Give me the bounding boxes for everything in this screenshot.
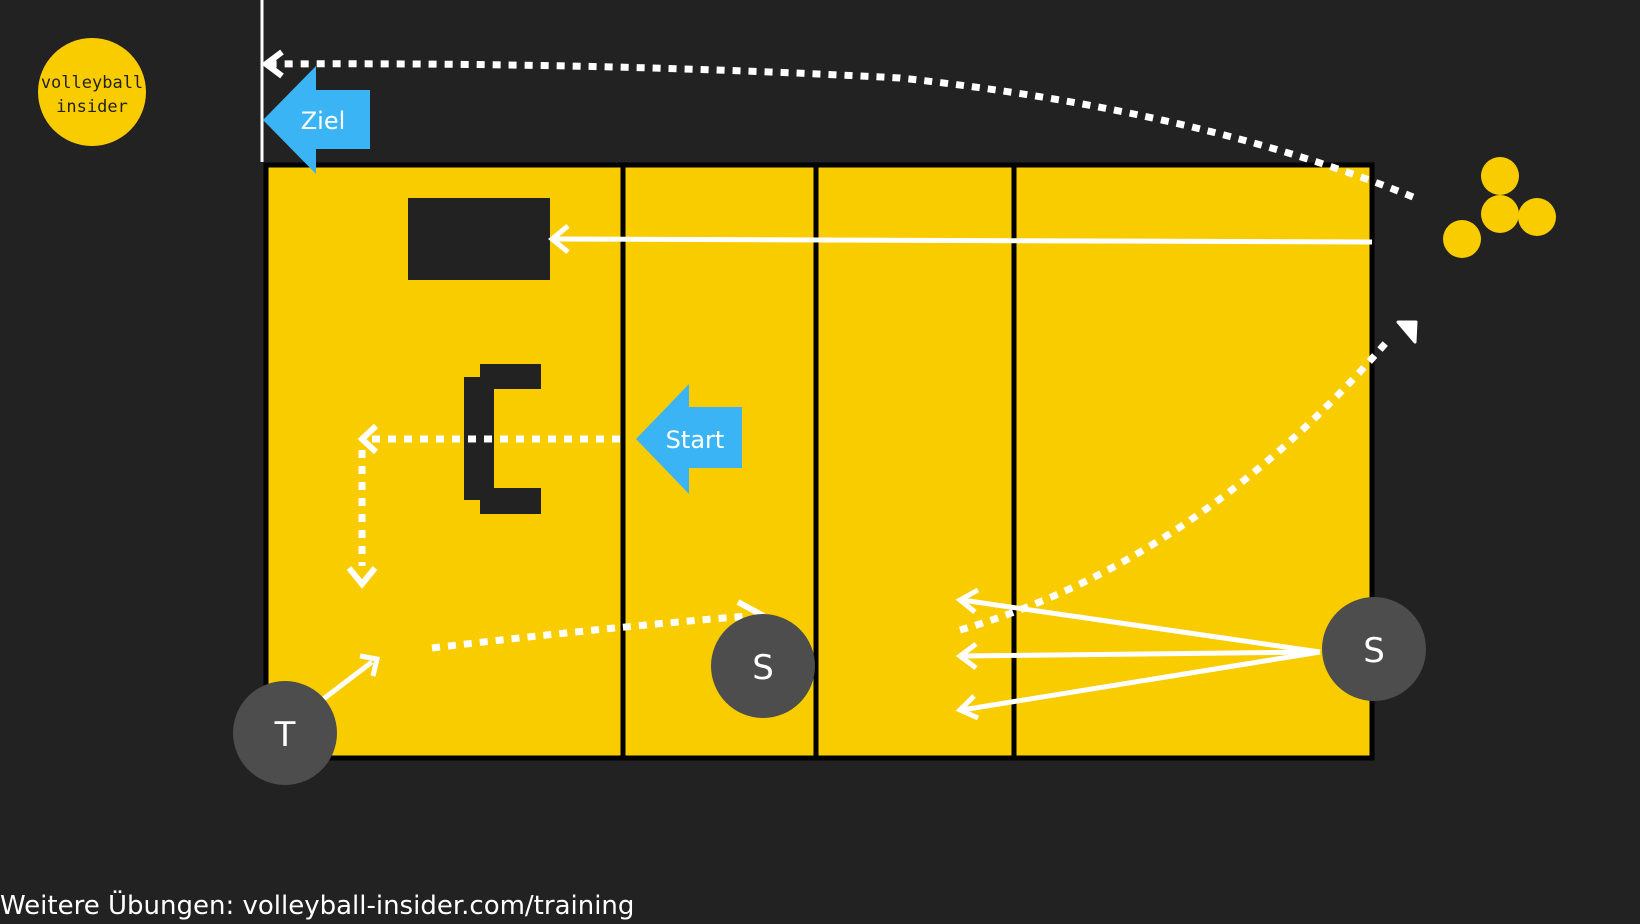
- player-setter-back-label: S: [1363, 631, 1385, 671]
- goal-arrow-icon: [263, 66, 370, 174]
- bracket-hurdle-icon: [464, 364, 541, 514]
- arrowhead-fan-middle-icon: [955, 642, 978, 670]
- ball: [1518, 198, 1556, 236]
- return-line: [555, 236, 1373, 245]
- player-setter-front: S: [711, 614, 815, 718]
- player-setter-front-circle: [711, 614, 815, 718]
- arrowhead-down-icon: [346, 566, 378, 589]
- run-path: [358, 435, 620, 566]
- player-setter-back-circle: [1322, 597, 1426, 701]
- logo-circle: [38, 38, 146, 146]
- logo-icon: volleyball insider: [38, 38, 146, 146]
- arrowhead-return-icon: [548, 224, 570, 254]
- attack-line-top: [961, 597, 1321, 655]
- ball-cluster-icon: [1443, 157, 1556, 258]
- start-label-text: Start: [666, 426, 725, 454]
- attack-line-middle: [961, 649, 1321, 659]
- start-label: Start: [636, 384, 742, 494]
- attack-fan: [961, 597, 1321, 713]
- arrowhead-fan-bottom-icon: [955, 694, 980, 721]
- top-curve-path: [269, 60, 1415, 201]
- arrowhead-top-icon: [261, 49, 284, 79]
- start-arrow-icon: [636, 384, 742, 494]
- player-trainer: T: [233, 681, 337, 785]
- arrowhead-trainer-icon: [359, 653, 381, 677]
- mat-box-icon: [408, 198, 550, 280]
- pass-path: [431, 612, 749, 652]
- footer-link-text: Weitere Übungen: volleyball-insider.com/…: [0, 891, 635, 921]
- goal-label: Ziel: [263, 66, 370, 174]
- attack-line-bottom: [961, 649, 1321, 713]
- logo-line-2: insider: [56, 97, 128, 117]
- ball: [1481, 157, 1519, 195]
- arrowhead-left-icon: [357, 423, 379, 455]
- player-trainer-label: T: [274, 715, 296, 755]
- player-setter-front-label: S: [752, 648, 774, 688]
- arrowhead-diagonal-icon: [1396, 320, 1418, 344]
- goal-label-text: Ziel: [301, 107, 346, 135]
- player-trainer-circle: [233, 681, 337, 785]
- logo-line-1: volleyball: [41, 73, 143, 93]
- arrowhead-fan-top-icon: [955, 587, 980, 614]
- player-setter-back: S: [1322, 597, 1426, 701]
- ball: [1481, 195, 1519, 233]
- trainer-throw-line: [320, 660, 374, 702]
- ball: [1443, 220, 1481, 258]
